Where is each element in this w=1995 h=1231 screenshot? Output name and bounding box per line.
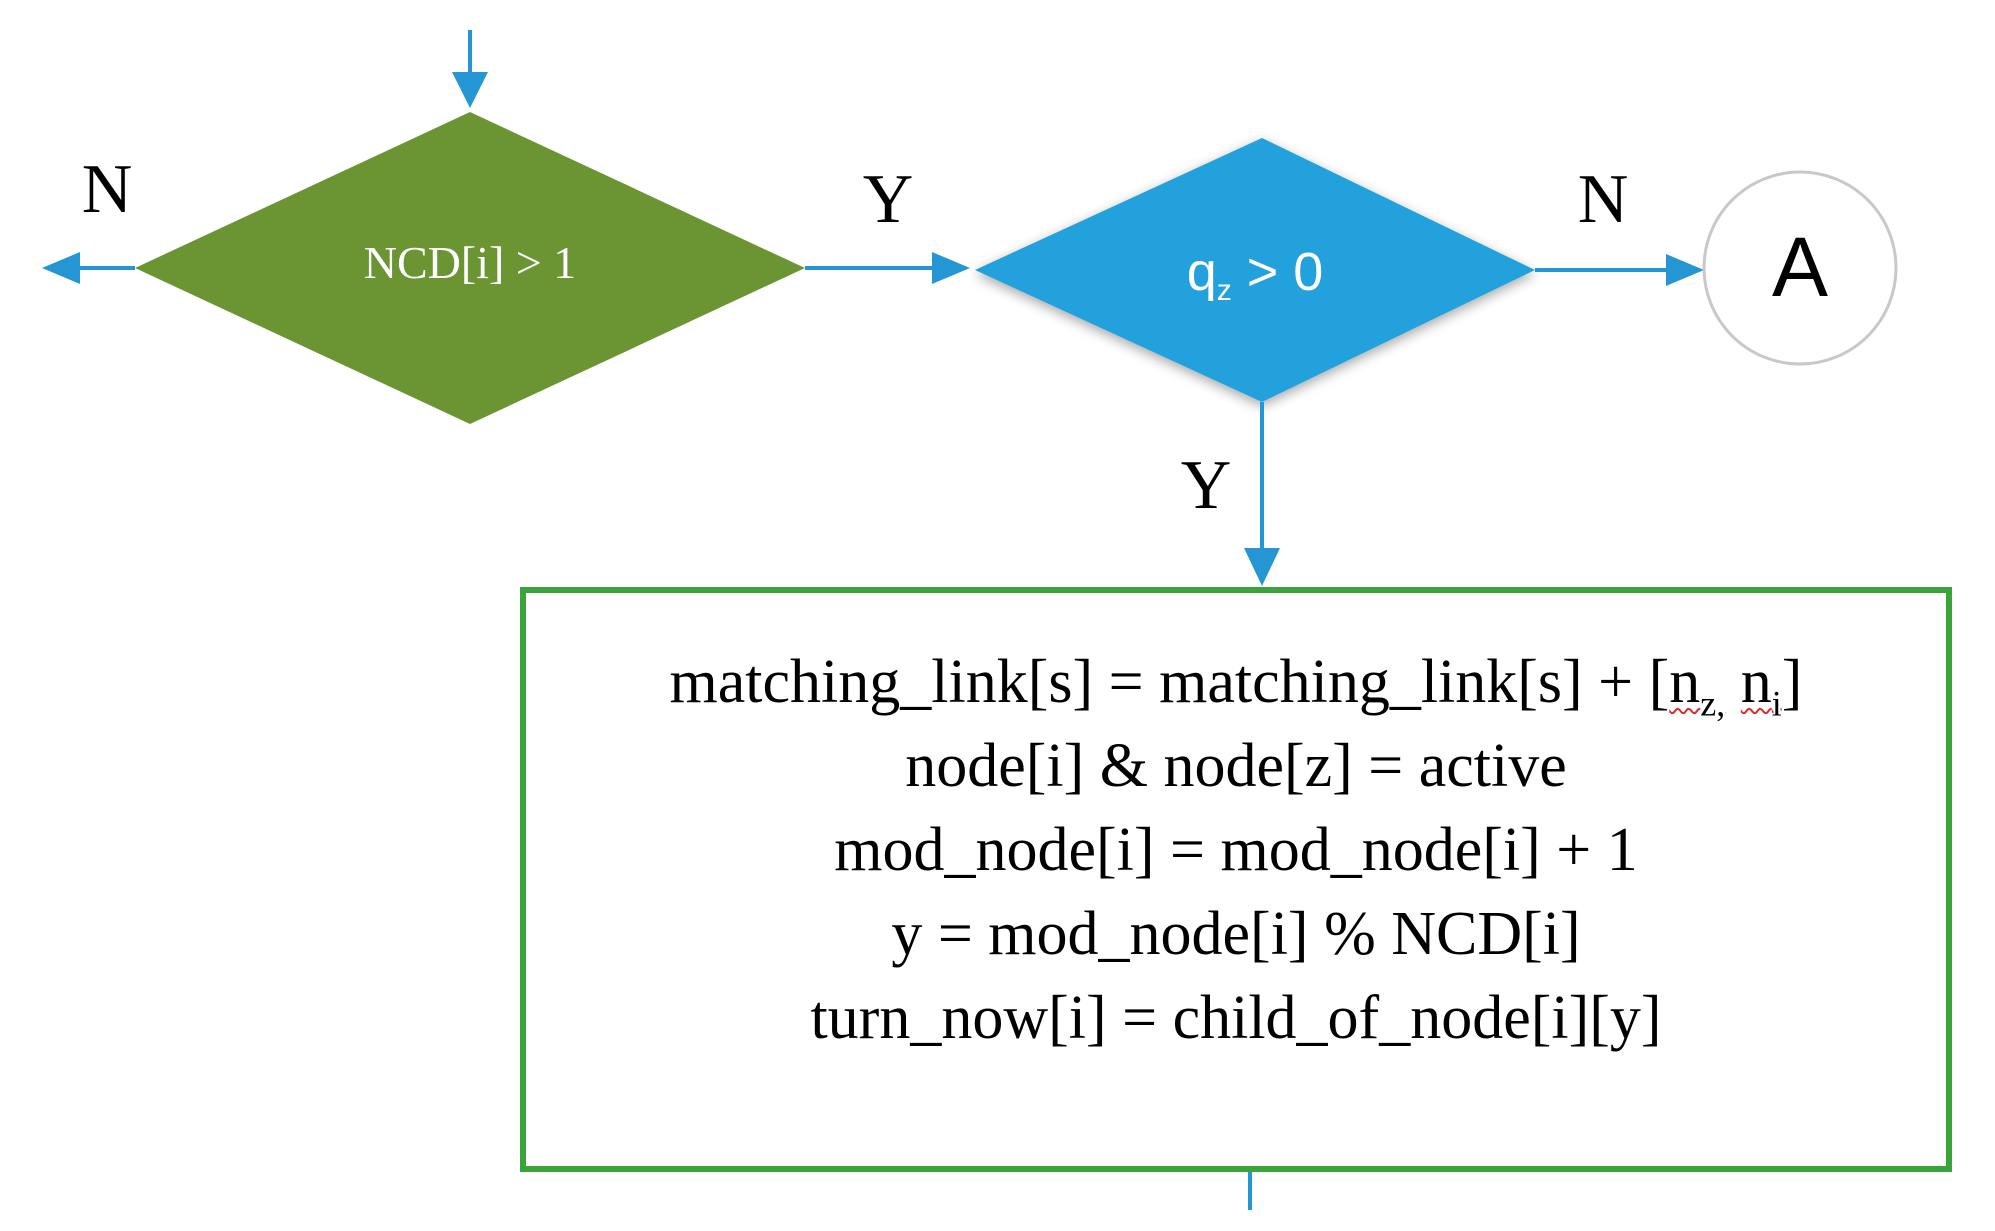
process-node-z-sub: z,: [1700, 682, 1726, 723]
process-node-i-letter: n: [1740, 647, 1772, 716]
process-line-3: mod_node[i] = mod_node[i] + 1: [834, 815, 1638, 884]
connector-circle-a: [1702, 170, 1898, 366]
process-line-1-suffix: ]: [1781, 647, 1803, 716]
yes-arrow-right: [805, 252, 970, 284]
connector-label: A: [1772, 220, 1828, 314]
decision-ncd-text: NCD[i] > 1: [364, 237, 576, 288]
decision-qz-text: qz > 0: [1187, 242, 1324, 307]
incoming-arrow: [452, 30, 488, 108]
process-node-z: nz,: [1669, 647, 1725, 721]
process-line-1-prefix: matching_link[s] = matching_link[s] + [: [669, 647, 1670, 716]
yes-label-left: Y: [863, 161, 914, 238]
process-node-i: ni: [1740, 647, 1782, 721]
process-node-z-letter: n: [1669, 647, 1701, 716]
process-box: matching_link[s] = matching_link[s] + [n…: [520, 587, 1952, 1172]
process-line-1: matching_link[s] = matching_link[s] + [n…: [670, 640, 1803, 724]
process-line-5: turn_now[i] = child_of_node[i][y]: [810, 983, 1662, 1052]
no-arrow-to-connector: [1535, 254, 1704, 286]
decision-diamond-qz: [975, 138, 1535, 402]
process-node-i-sub: i: [1771, 682, 1782, 723]
yes-label-down: Y: [1181, 447, 1232, 524]
process-line-4: y = mod_node[i] % NCD[i]: [891, 899, 1581, 968]
process-line-1-space: [1725, 648, 1741, 716]
decision-diamond-ncd: [135, 112, 805, 424]
no-label-left: N: [82, 151, 133, 228]
process-line-2: node[i] & node[z] = active: [905, 731, 1567, 800]
yes-arrow-down: [1244, 402, 1280, 586]
no-label-right: N: [1578, 161, 1629, 238]
no-arrow-left: [42, 252, 135, 284]
